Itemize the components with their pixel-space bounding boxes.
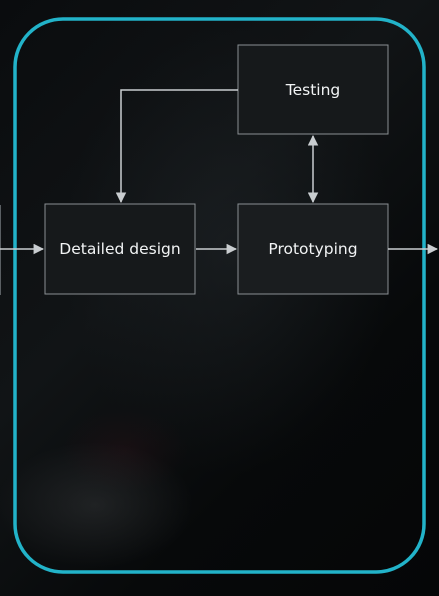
prototyping-box [237,203,389,295]
node-testing: Testing [237,44,389,135]
node-detailed-design: Detailed design [44,203,196,295]
testing-label: Testing [285,81,341,99]
detailed-design-box [44,203,196,295]
node-prototyping: Prototyping [237,203,389,295]
detailed-design-label: Detailed design [59,240,180,258]
phase-container [13,17,426,574]
prototyping-label: Prototyping [268,240,357,258]
arrow-testing-to-detailed-design [115,89,238,204]
